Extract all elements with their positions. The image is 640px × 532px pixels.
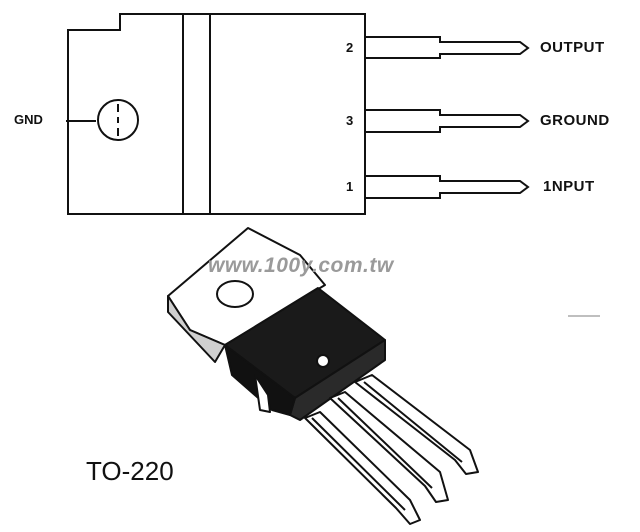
tab-hole-icon bbox=[216, 280, 254, 308]
lead-left-edge bbox=[311, 417, 406, 511]
pin-number-1: 1 bbox=[346, 179, 354, 194]
mounting-hole-icon bbox=[97, 99, 139, 141]
pin-lead-3 bbox=[365, 109, 530, 133]
body-dot bbox=[316, 354, 330, 368]
pin-name-input: 1NPUT bbox=[543, 178, 595, 195]
pin-name-ground: GROUND bbox=[540, 112, 610, 129]
pin-name-output: OUTPUT bbox=[540, 39, 605, 56]
lead-middle-edge bbox=[337, 397, 433, 489]
pin-number-3: 3 bbox=[346, 113, 354, 128]
pin-number-2: 2 bbox=[346, 40, 354, 55]
package-label: TO-220 bbox=[86, 456, 174, 486]
body-notch bbox=[254, 374, 271, 413]
watermark-text: www.100y.com.tw bbox=[208, 254, 394, 277]
to220-package-illustration bbox=[167, 227, 479, 525]
gnd-tab-label: GND bbox=[14, 112, 43, 127]
body-left-face bbox=[224, 344, 296, 416]
lead-right-edge bbox=[363, 381, 463, 463]
pin-lead-2 bbox=[365, 36, 530, 59]
pin-lead-1 bbox=[365, 175, 530, 199]
pin-leads bbox=[365, 36, 530, 199]
package-outline bbox=[67, 13, 366, 215]
heatsink-tab-side bbox=[167, 295, 226, 363]
